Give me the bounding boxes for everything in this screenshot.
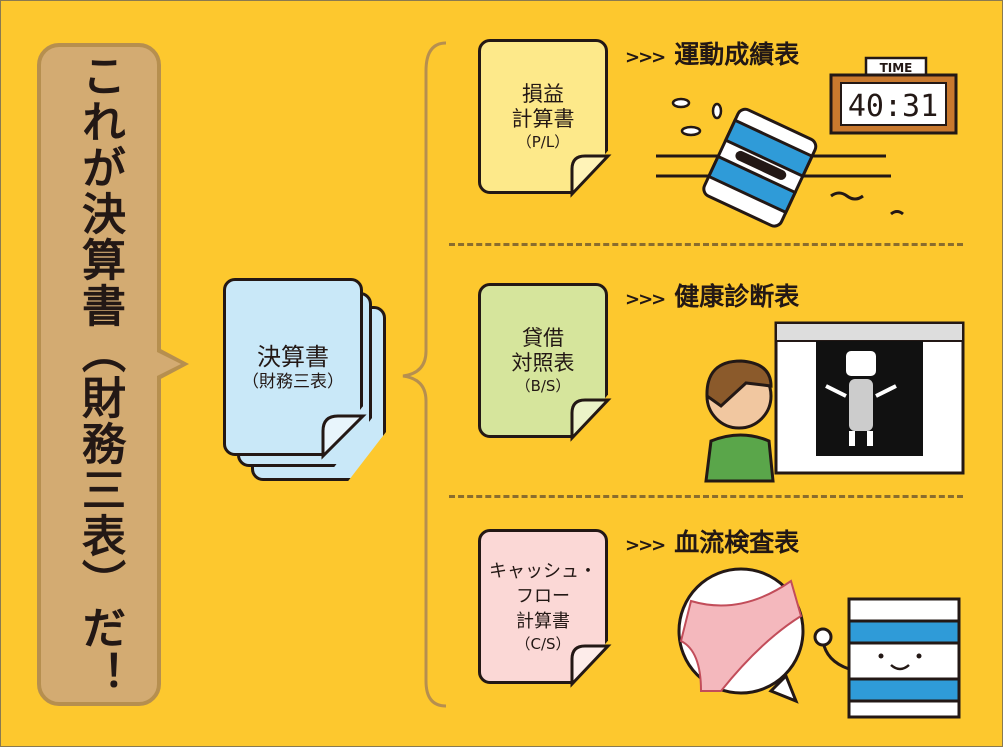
separator bbox=[449, 243, 963, 246]
main-doc-subtitle: （財務三表） bbox=[242, 372, 344, 392]
doc-title-line: 計算書 bbox=[516, 611, 570, 632]
chevrons-icon: >>> bbox=[625, 535, 666, 556]
doc-title-line: キャッシュ・ bbox=[489, 561, 597, 582]
doc-title-line: 損益 bbox=[522, 81, 564, 106]
analogy-label: 運動成績表 bbox=[674, 40, 800, 69]
clock-label: TIME bbox=[880, 61, 913, 75]
doc-title-line: 対照表 bbox=[511, 350, 575, 375]
doc-abbr: （C/S） bbox=[515, 635, 571, 653]
analogy-heading: >>> 運動成績表 bbox=[625, 35, 799, 71]
analogy-heading: >>> 健康診断表 bbox=[625, 277, 799, 313]
banner-pointer-fill bbox=[155, 351, 181, 377]
doc-abbr: （B/S） bbox=[515, 376, 571, 395]
clock-display: 40:31 bbox=[848, 89, 938, 124]
doc-title-line: 貸借 bbox=[522, 325, 564, 350]
banner-title: これが決算書（財務三表）だ！ bbox=[74, 52, 125, 697]
separator bbox=[449, 495, 963, 498]
analogy-label: 健康診断表 bbox=[674, 282, 800, 311]
doc-title-line: フロー bbox=[516, 586, 570, 607]
analogy-label: 血流検査表 bbox=[674, 528, 800, 557]
analogy-heading: >>> 血流検査表 bbox=[625, 523, 799, 559]
doc-abbr: （P/L） bbox=[516, 132, 570, 151]
title-banner: これが決算書（財務三表）だ！ bbox=[37, 43, 161, 706]
chevrons-icon: >>> bbox=[625, 47, 666, 68]
chevrons-icon: >>> bbox=[625, 289, 666, 310]
doc-title-line: 計算書 bbox=[511, 106, 575, 131]
main-doc-title: 決算書 bbox=[257, 343, 329, 371]
